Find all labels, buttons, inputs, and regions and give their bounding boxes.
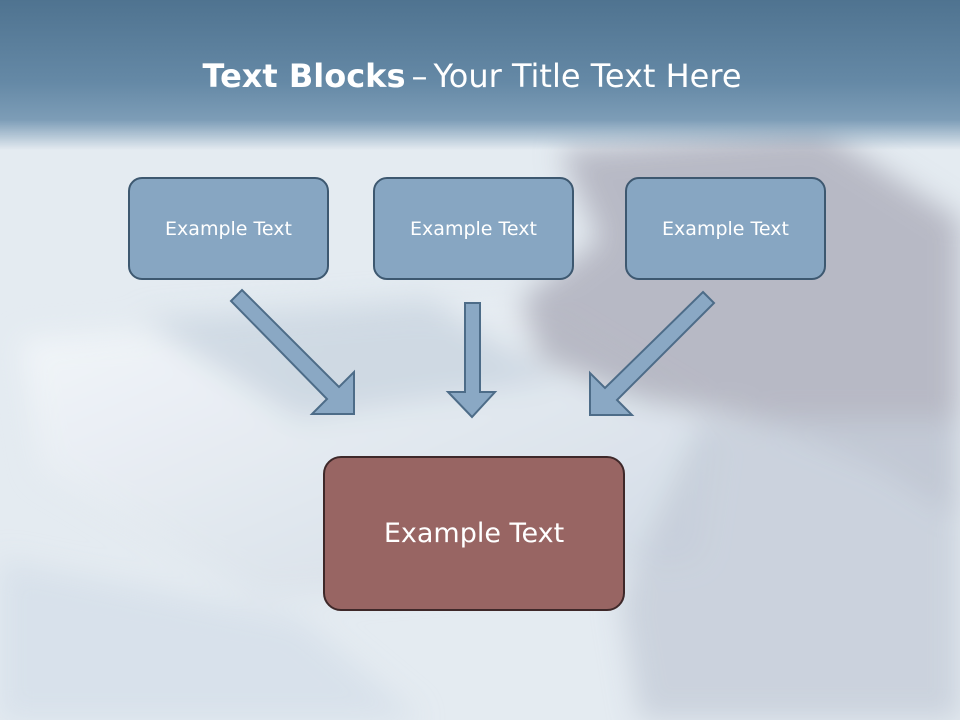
text-block-3-label: Example Text	[662, 217, 789, 240]
text-block-2: Example Text	[373, 177, 574, 280]
text-block-1: Example Text	[128, 177, 329, 280]
title-separator: –	[411, 57, 428, 95]
title-rest: Your Title Text Here	[433, 57, 742, 95]
text-block-3: Example Text	[625, 177, 826, 280]
title-bold-part: Text Blocks	[202, 57, 406, 95]
text-block-2-label: Example Text	[410, 217, 537, 240]
title-band	[0, 0, 960, 150]
slide-title: Text Blocks–Your Title Text Here	[0, 56, 944, 96]
text-block-1-label: Example Text	[165, 217, 292, 240]
target-block-label: Example Text	[383, 518, 565, 549]
target-block: Example Text	[323, 456, 625, 611]
